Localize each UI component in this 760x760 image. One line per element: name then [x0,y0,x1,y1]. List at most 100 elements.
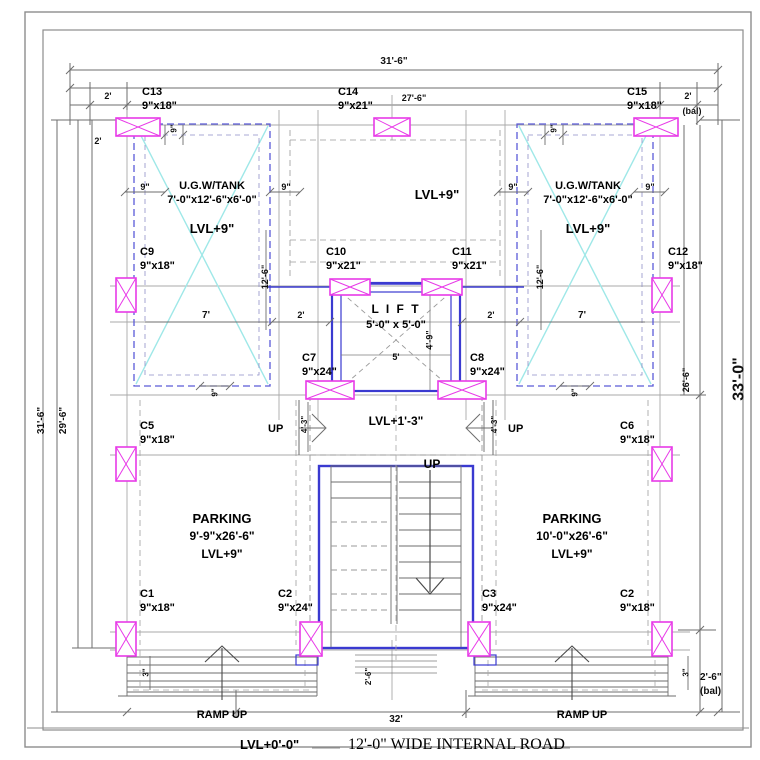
dim-7ft-left: 7' [202,310,210,321]
lift-shaft-walls [330,281,462,393]
column-label-C2-right: C2 [620,588,635,600]
column-label-C7: C7 [302,352,317,364]
dim-2ft6-stair: 2'-6" [364,667,374,686]
note-top-right-bal: (bal) [682,106,702,116]
tank-right-level: LVL+9" [565,221,611,236]
column-C3 [467,621,491,657]
dimension-line-right-overall [700,119,740,713]
column-label-C10: C10 [326,246,347,258]
column-label-C12: C12 [668,246,689,258]
dimension-line-right-inner [678,115,716,717]
column-C15 [633,117,679,137]
dim-2ft-lift-right: 2' [487,310,495,320]
column-C1 [115,621,137,657]
tank-left-size: 7'-0"x12'-6"x6'-0" [167,194,257,206]
column-label-C15: C15 [627,86,648,98]
dim-4ft3-right: 4'-3" [490,415,500,434]
parking-left-dashed [139,400,297,645]
dim-9in-mid-right: 9" [508,182,518,192]
parking-left-level: LVL+9" [201,547,243,561]
up-label-right: UP [508,423,524,435]
parking-right-dashed [495,400,649,645]
column-label-C5: C5 [140,420,155,432]
lift-shaft-cross [340,291,452,389]
dim-top-right-offset: 2' [684,91,692,101]
column-label-C2-left: C2 [278,588,293,600]
center-top-level: LVL+9" [414,187,460,202]
column-C14 [373,117,411,137]
column-C13 [115,117,161,137]
ramp-left-label: RAMP UP [196,709,248,721]
tank-left-cross [135,125,269,385]
dim-right-overall: 33'-0" [730,357,748,401]
dim-left-outer: 31'-6" [36,406,48,435]
dimension-line-left-inner [72,120,130,649]
column-label-C3: C3 [482,588,497,600]
column-C5 [115,446,137,482]
column-size-C2-left: 9"x24" [278,602,313,614]
center-top-dashed-region [289,130,501,280]
dimension-line-bottom [122,690,723,718]
column-C10 [329,278,371,296]
dim-left-inner: 29'-6" [58,406,70,435]
up-label-left: UP [268,423,284,435]
dim-4ft3-left: 4'-3" [300,415,310,434]
column-size-C11: 9"x21" [452,260,487,272]
up-arrow-left [298,400,327,455]
lift-name: L I F T [371,302,421,316]
lift-inner-width: 5' [392,352,400,362]
tank-right-cross [518,125,652,385]
dim-7ft-right: 7' [578,310,586,321]
landing-dashed-outline [309,395,483,650]
column-size-C14: 9"x21" [338,100,373,112]
beam-lines-blue [268,283,524,288]
up-arrow-right [465,400,494,455]
column-C7 [305,380,355,400]
lift-size: 5'-0" x 5'-0" [366,319,426,331]
ground-level-note: LVL+0'-0" [240,737,300,752]
column-size-C9: 9"x18" [140,260,175,272]
internal-road-note: 12'-0" WIDE INTERNAL ROAD [348,736,565,753]
dim-top-left-offset: 2' [104,91,112,101]
sheet-border-outer [24,11,752,748]
staircase-up-arrow [415,470,445,595]
ramp-left-dashed [133,650,312,691]
dimension-line-top-overall [65,63,723,125]
ramp-right-label: RAMP UP [556,709,608,721]
dimension-line-top-segments [65,82,723,125]
column-C2-right [651,621,673,657]
dim-top-inner: 27'-6" [401,93,427,103]
lift-interior-dimension-lines [341,292,451,390]
parking-left-name: PARKING [192,511,252,526]
column-label-C13: C13 [142,86,163,98]
parking-right-name: PARKING [542,511,602,526]
parking-right-level: LVL+9" [551,547,593,561]
dim-9in-bottom-left: 9" [210,388,220,397]
column-size-C13: 9"x18" [142,100,177,112]
dim-right-inner: 26'-6" [681,367,692,393]
column-C11 [421,278,463,296]
staircase-treads-left-dashed [331,521,391,611]
column-size-C15: 9"x18" [627,100,662,112]
column-C2-left [299,621,323,657]
interior-dimension-ticks [120,125,689,690]
column-C9 [115,277,137,313]
dim-9in-left: 9" [140,182,150,192]
column-label-C1: C1 [140,588,155,600]
dim-tank-left-height: 12'-6" [260,264,271,290]
parking-left-size: 9'-9"x26'-6" [189,529,255,543]
column-size-C10: 9"x21" [326,260,361,272]
column-size-C5: 9"x18" [140,434,175,446]
dim-tank-right-height: 12'-6" [535,264,546,290]
column-C6 [651,446,673,482]
dim-right-bottom: 2'-6" [700,672,722,683]
column-label-C11: C11 [452,246,472,258]
column-size-C8: 9"x24" [470,366,505,378]
landing-level: LVL+1'-3" [368,414,424,428]
column-label-C9: C9 [140,246,155,258]
dim-3in-ramp-right: 3" [681,668,691,677]
column-label-C8: C8 [470,352,485,364]
dim-9in-right: 9" [645,182,655,192]
column-C8 [437,380,487,400]
